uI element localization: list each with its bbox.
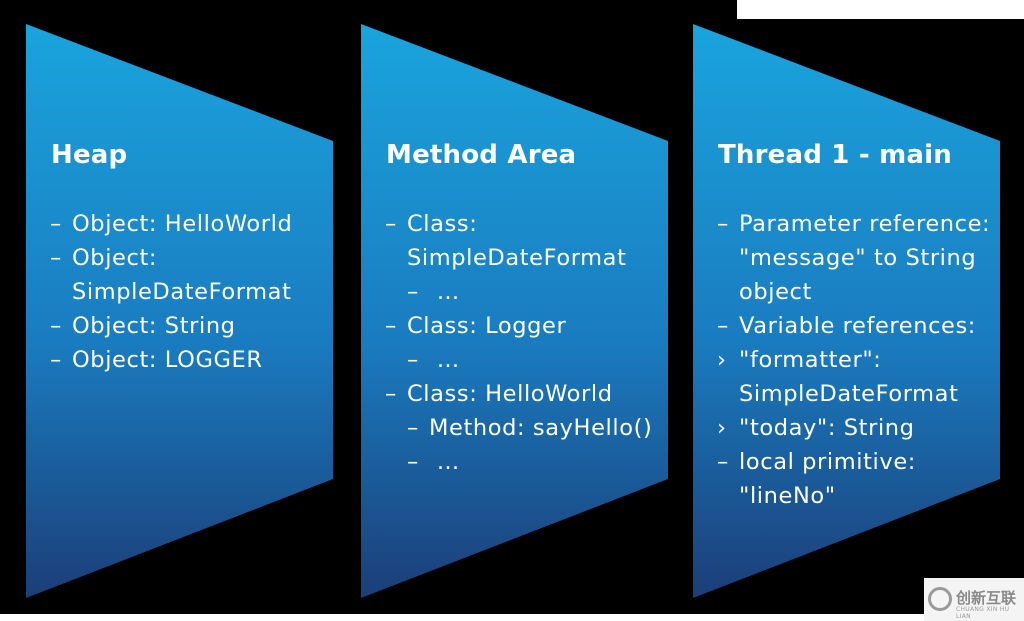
list-item-text: Object: LOGGER	[72, 347, 263, 373]
list-item: – …	[385, 343, 652, 377]
list-item-text: Parameter reference:	[739, 211, 991, 237]
list-item: –Object:	[50, 241, 292, 275]
list-marker: –	[50, 245, 62, 271]
list-item: –Object: String	[50, 309, 292, 343]
list-item-text: Class:	[407, 211, 478, 237]
list-item-text: "message" to String	[739, 245, 977, 271]
list-marker: –	[50, 211, 62, 237]
list-item-text: …	[429, 449, 460, 475]
list-item: › "formatter":	[717, 343, 990, 377]
watermark: 创新互联 CHUANG XIN HU LIAN	[924, 578, 1024, 621]
list-item: "message" to String	[717, 241, 990, 275]
list-item: – …	[385, 445, 652, 479]
list-marker: –	[50, 347, 62, 373]
list-item-text: Object: HelloWorld	[72, 211, 293, 237]
list-item: › "today": String	[717, 411, 990, 445]
panel-list: –Object: HelloWorld–Object:SimpleDateFor…	[50, 207, 292, 377]
list-item-text: local primitive:	[739, 449, 916, 475]
list-item-text: object	[739, 279, 812, 305]
list-item-text: …	[429, 279, 460, 305]
list-marker: –	[407, 347, 419, 373]
list-item-text: SimpleDateFormat	[407, 245, 627, 271]
list-item: –Parameter reference:	[717, 207, 990, 241]
list-item-text: "formatter":	[739, 347, 882, 373]
list-item: –Variable references:	[717, 309, 990, 343]
list-item-text: …	[429, 347, 460, 373]
list-marker: –	[717, 313, 729, 339]
list-marker: –	[50, 313, 62, 339]
panel-title: Method Area	[386, 140, 577, 170]
list-item: –Object: HelloWorld	[50, 207, 292, 241]
panel-title: Heap	[51, 140, 128, 170]
list-item-text: Class: HelloWorld	[407, 381, 613, 407]
list-marker: ›	[717, 347, 727, 373]
list-item-text: "lineNo"	[739, 483, 836, 509]
list-item: SimpleDateFormat	[50, 275, 292, 309]
list-marker: ›	[717, 415, 727, 441]
bottom-strip	[0, 614, 1024, 621]
list-item-text: Method: sayHello()	[429, 415, 653, 441]
list-item-text: "today": String	[739, 415, 915, 441]
list-marker: –	[385, 211, 397, 237]
list-item-text: SimpleDateFormat	[739, 381, 959, 407]
corner-notch	[737, 0, 1024, 19]
list-item-text: Object:	[72, 245, 158, 271]
list-item: –Class:	[385, 207, 652, 241]
panel-title: Thread 1 - main	[718, 140, 952, 170]
panel-list: –Parameter reference:"message" to String…	[717, 207, 990, 513]
list-marker: –	[407, 279, 419, 305]
list-item: SimpleDateFormat	[717, 377, 990, 411]
panel-list: –Class:SimpleDateFormat– …–Class: Logger…	[385, 207, 652, 479]
list-item: SimpleDateFormat	[385, 241, 652, 275]
list-item: –Class: HelloWorld	[385, 377, 652, 411]
list-item: –Method: sayHello()	[385, 411, 652, 445]
list-item: object	[717, 275, 990, 309]
watermark-subtext: CHUANG XIN HU LIAN	[956, 606, 1010, 620]
list-marker: –	[407, 415, 419, 441]
list-item-text: Class: Logger	[407, 313, 567, 339]
list-marker: –	[717, 449, 729, 475]
list-item: –Class: Logger	[385, 309, 652, 343]
list-item-text: Variable references:	[739, 313, 976, 339]
list-item: –local primitive:	[717, 445, 990, 479]
list-marker: –	[385, 381, 397, 407]
watermark-text: 创新互联	[956, 589, 1017, 607]
list-marker: –	[407, 449, 419, 475]
list-item: –Object: LOGGER	[50, 343, 292, 377]
list-marker: –	[385, 313, 397, 339]
list-item-text: Object: String	[72, 313, 236, 339]
list-marker: –	[717, 211, 729, 237]
list-item: – …	[385, 275, 652, 309]
watermark-logo-icon	[928, 587, 952, 611]
list-item-text: SimpleDateFormat	[72, 279, 292, 305]
list-item: "lineNo"	[717, 479, 990, 513]
